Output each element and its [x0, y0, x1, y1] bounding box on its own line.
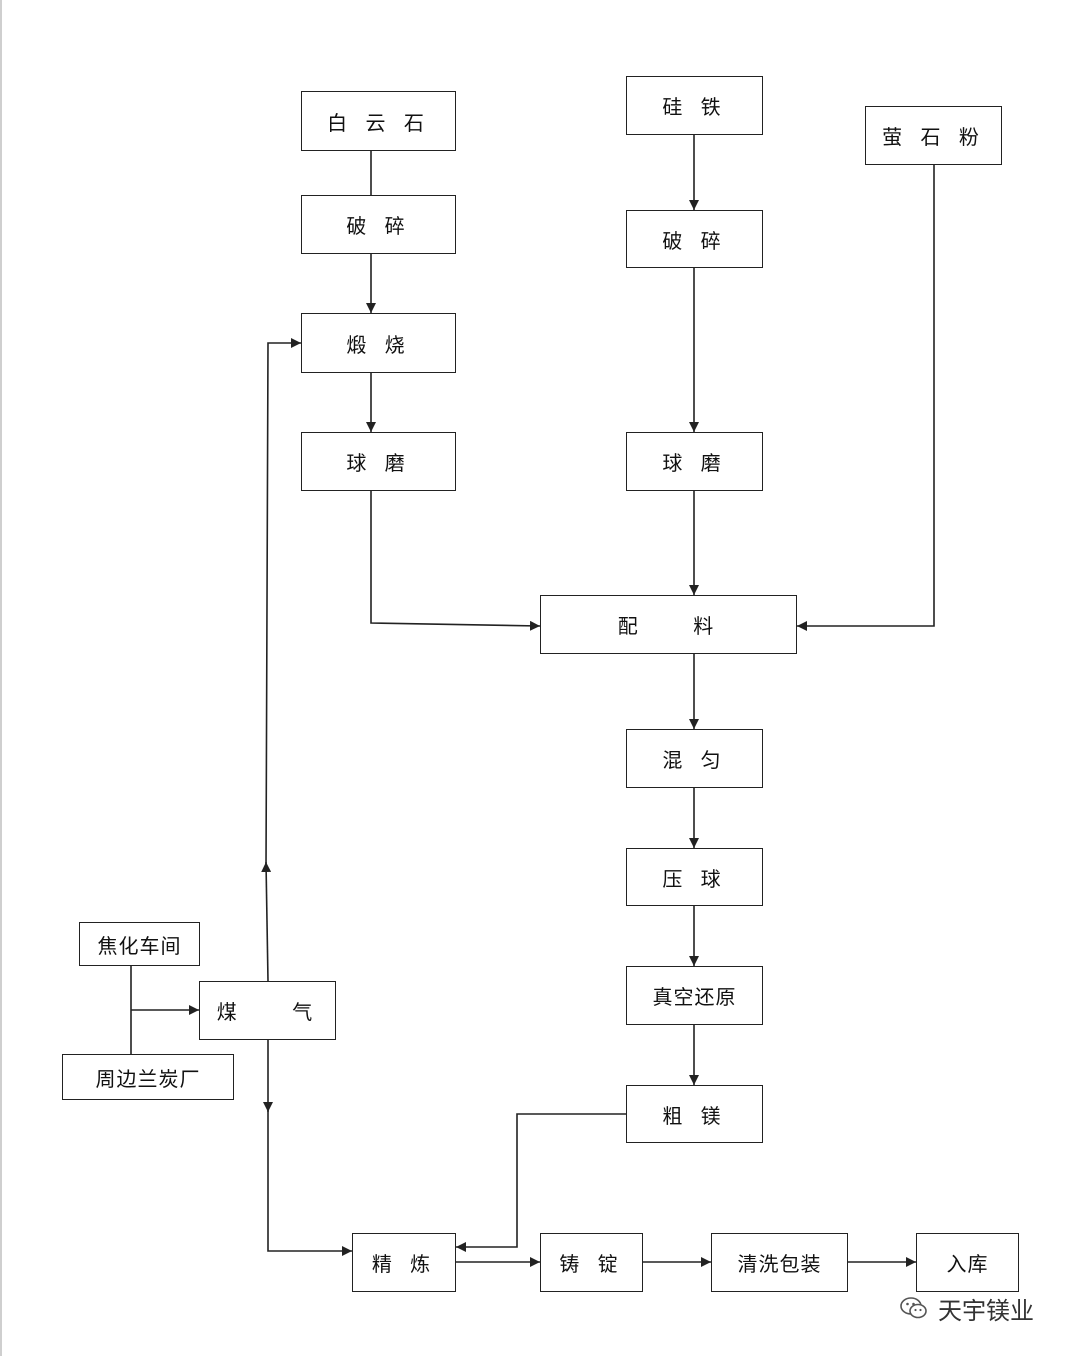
node-ballmill-left: 球 磨: [301, 432, 456, 491]
node-crush-right: 破 碎: [626, 210, 763, 268]
node-nearby-semicoke-plant: 周边兰炭厂: [62, 1054, 234, 1100]
arrow-yingshifen-peiliao: [797, 165, 935, 631]
node-crush-left: 破 碎: [301, 195, 456, 254]
arrow-qiumo-peiliao: [370, 491, 541, 631]
node-vacuum-reduction: 真空还原: [626, 966, 763, 1025]
node-dolomite: 白 云 石: [301, 91, 456, 151]
arrow-meiqi-duanshao: [265, 338, 301, 869]
arrow-meiqi-up: [261, 861, 272, 982]
node-ferrosilicon: 硅 铁: [626, 76, 763, 135]
watermark: 天宇镁业: [898, 1290, 1034, 1326]
node-ballmill-right: 球 磨: [626, 432, 763, 491]
page-left-border: [0, 0, 2, 1356]
node-coal-gas: 煤 气: [199, 981, 336, 1040]
node-refining: 精 炼: [352, 1233, 456, 1292]
node-warehousing: 入库: [916, 1233, 1019, 1292]
node-coking-plant: 焦化车间: [79, 922, 200, 966]
arrow-meiqi-jinglian: [267, 1106, 352, 1256]
node-batching: 配 料: [540, 595, 797, 654]
wechat-icon: [900, 1297, 927, 1319]
arrow-cumei-jinglian: [456, 1113, 626, 1252]
node-fluorite-powder: 萤 石 粉: [865, 106, 1002, 165]
node-ingot-casting: 铸 锭: [540, 1233, 643, 1292]
watermark-text: 天宇镁业: [938, 1296, 1034, 1325]
node-cleaning-packaging: 清洗包装: [711, 1233, 848, 1292]
node-mixing: 混 匀: [626, 729, 763, 788]
node-calcination: 煅 烧: [301, 313, 456, 373]
node-crude-magnesium: 粗 镁: [626, 1085, 763, 1143]
node-briquetting: 压 球: [626, 848, 763, 906]
